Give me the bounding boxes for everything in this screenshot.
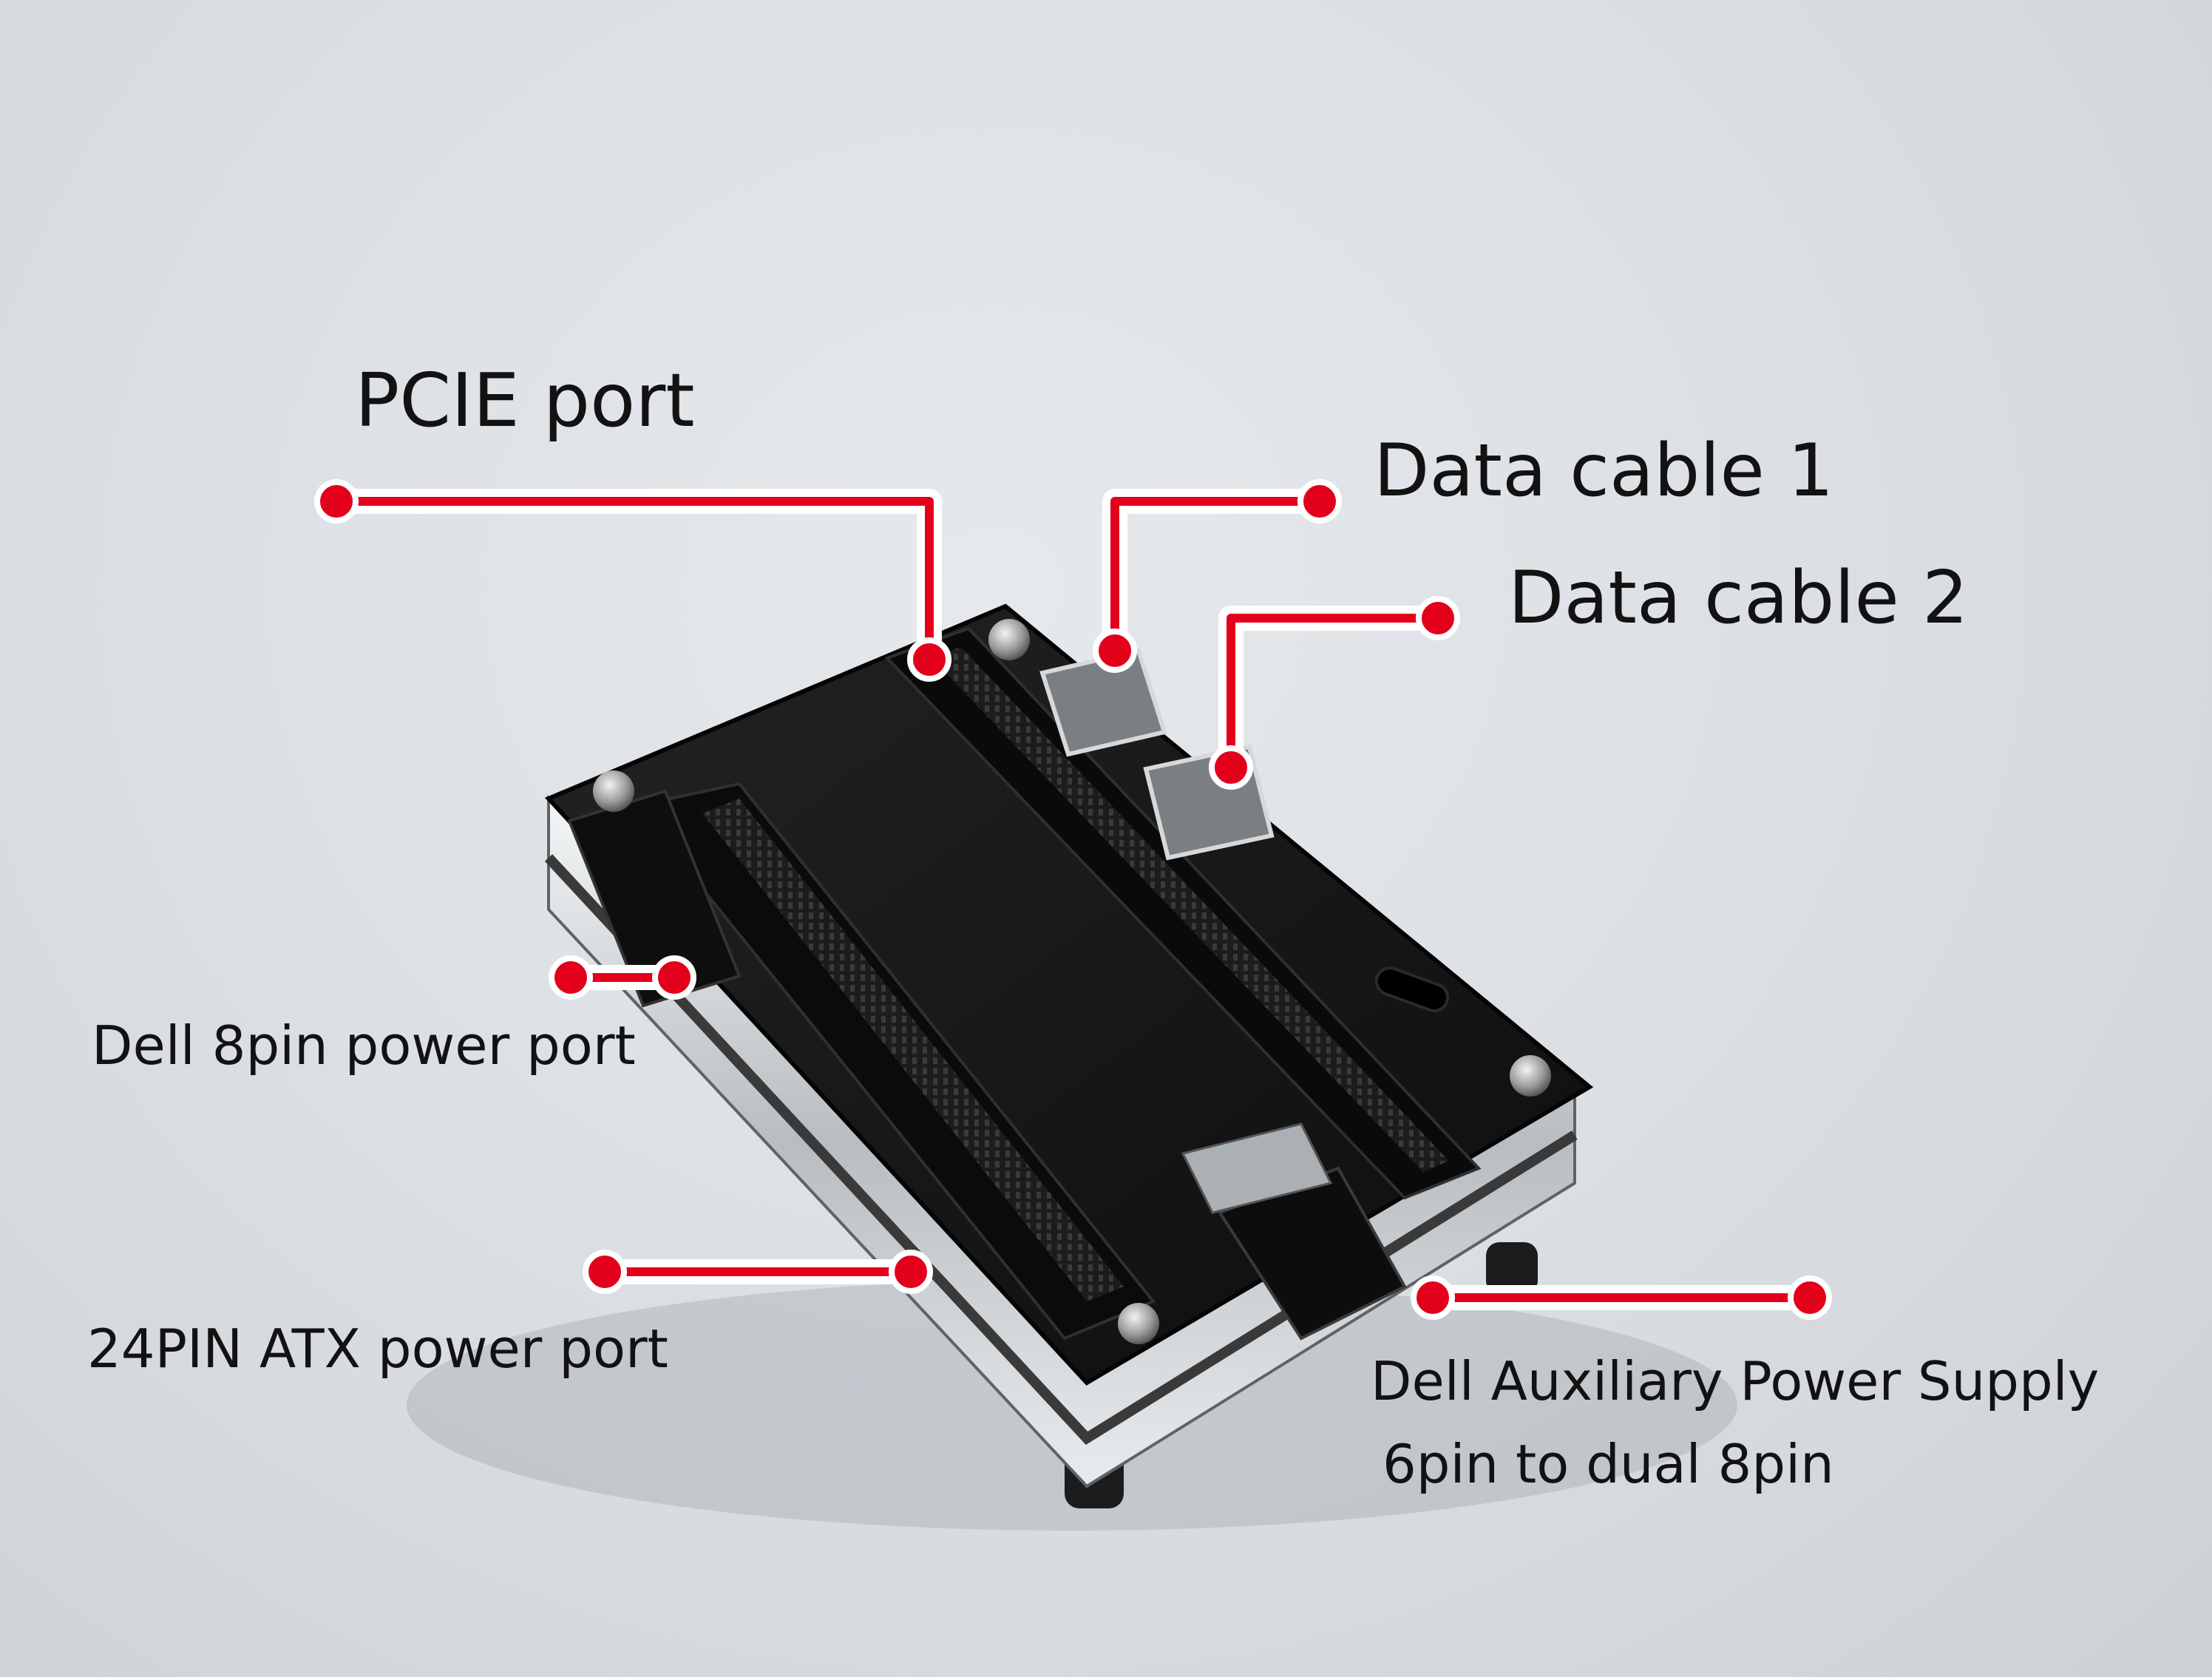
nut	[1510, 1055, 1551, 1097]
label-pcie-port: PCIE port	[355, 357, 695, 444]
label-dell-8pin: Dell 8pin power port	[92, 1014, 636, 1077]
callout-dell-aux	[1411, 1275, 1832, 1320]
callout-pcie	[314, 479, 951, 682]
label-data-cable-2: Data cable 2	[1508, 556, 1969, 640]
data-port-2	[1143, 744, 1275, 861]
callout-dell-8pin	[549, 955, 696, 1000]
nut	[593, 770, 634, 812]
foot	[1486, 1242, 1538, 1294]
pcie-slot-contacts	[932, 647, 1449, 1172]
callouts	[314, 479, 1832, 1320]
label-data-cable-1: Data cable 1	[1374, 429, 1834, 513]
cable-slot	[1374, 966, 1450, 1012]
aux-connector-latch	[1181, 1122, 1333, 1214]
callout-data-cable-1	[1093, 479, 1342, 673]
label-atx-24pin: 24PIN ATX power port	[87, 1318, 668, 1380]
callout-data-cable-2	[1209, 596, 1460, 790]
label-dell-aux-line2: 6pin to dual 8pin	[1382, 1433, 1834, 1495]
label-dell-aux-line1: Dell Auxiliary Power Supply	[1371, 1350, 2100, 1412]
atx-24pin-pins	[702, 799, 1124, 1301]
acrylic-layer-line	[544, 854, 1578, 1445]
nut	[988, 619, 1030, 660]
nut	[1118, 1303, 1159, 1344]
callout-atx-24pin	[583, 1250, 933, 1294]
riser-board	[544, 603, 1594, 1508]
dell-8pin-connector	[567, 789, 742, 1008]
